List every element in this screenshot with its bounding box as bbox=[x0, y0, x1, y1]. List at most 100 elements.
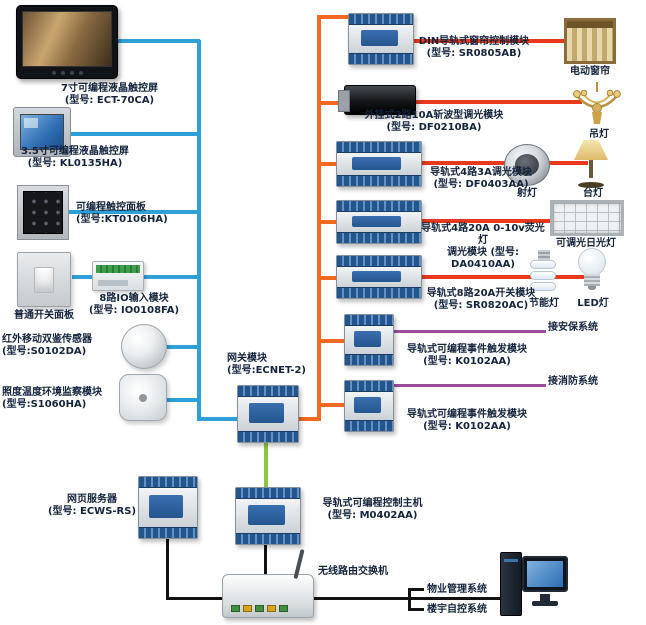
device-name: 无线路由交换机 bbox=[318, 566, 388, 577]
terminal-row-icon bbox=[337, 175, 421, 186]
electric-curtain-image bbox=[564, 18, 616, 64]
module-plate bbox=[360, 30, 398, 47]
terminal-row-icon bbox=[236, 533, 300, 544]
wireless-router-image bbox=[222, 548, 314, 618]
appliance-name: 台灯 bbox=[583, 188, 603, 199]
label-building-system: 楼宇自控系统 bbox=[427, 604, 507, 616]
link-host-router bbox=[264, 545, 267, 577]
label-io-module: 8路IO输入模块 (型号: IO0108FA) bbox=[86, 293, 182, 317]
module-model: 调光模块 (型号: DA0410AA) bbox=[446, 247, 520, 270]
module-name: 外挂式2路10A斩波型调光模块 bbox=[364, 110, 504, 121]
label-chop-dimmer-module: 外挂式2路10A斩波型调光模块 (型号: DF0210BA) bbox=[340, 110, 528, 134]
link-touchscreen-7 bbox=[114, 39, 200, 43]
module-plate bbox=[352, 215, 401, 228]
terminal-row-icon bbox=[349, 53, 413, 64]
module-model: (型号: DF0403AA) bbox=[433, 179, 529, 190]
module-plate bbox=[352, 270, 401, 283]
link-branch-property bbox=[408, 588, 424, 591]
cfl-bulb-image bbox=[528, 250, 560, 296]
link-to-chandelier bbox=[414, 100, 582, 104]
gateway-module-image bbox=[237, 385, 299, 443]
link-bus-to-gateway bbox=[197, 417, 240, 421]
event-trigger-module-2-image bbox=[344, 380, 394, 432]
terminal-row-icon bbox=[345, 315, 393, 326]
module-name: 导轨式可编程事件触发模块 bbox=[407, 409, 527, 420]
module-name: 导轨式可编程事件触发模块 bbox=[407, 344, 527, 355]
terminal-row-icon bbox=[337, 256, 421, 267]
device-name: 导轨式可编程控制主机 bbox=[322, 498, 423, 509]
device-model: (型号:KT0106HA) bbox=[76, 214, 168, 225]
module-body bbox=[238, 397, 298, 431]
module-body bbox=[349, 25, 413, 53]
pc-tower-icon bbox=[500, 552, 522, 616]
module-body bbox=[236, 499, 300, 533]
terminal-row-icon bbox=[236, 488, 300, 499]
device-model: (型号: ECWS-RS) bbox=[47, 506, 137, 517]
table-lamp-image bbox=[570, 140, 612, 188]
touchscreen-7-buttons bbox=[17, 71, 117, 75]
device-model: (型号:ECNET-2) bbox=[227, 365, 306, 376]
curtain-control-module-image bbox=[348, 13, 414, 65]
module-name: 导轨式4路20A 0-10v荧光灯 bbox=[421, 223, 545, 246]
device-name: 红外移动双鉴传感器 bbox=[2, 334, 92, 345]
device-model: (型号:S1060HA) bbox=[2, 399, 87, 410]
label-switch-panel: 普通开关面板 bbox=[8, 310, 80, 322]
cfl-coil-icon bbox=[530, 282, 556, 291]
link-chop-dimmer-module bbox=[317, 101, 347, 105]
label-property-system: 物业管理系统 bbox=[427, 584, 507, 596]
label-motion-sensor: 红外移动双鉴传感器 (型号:S0102DA) bbox=[2, 334, 118, 358]
device-name: 3.5寸可编程液晶触控屏 bbox=[21, 146, 129, 157]
module-plate bbox=[353, 331, 382, 348]
label-web-server: 网页服务器 (型号: ECWS-RS) bbox=[46, 494, 138, 518]
appliance-name: 电动窗帘 bbox=[570, 66, 610, 77]
module-model: (型号: DF0210BA) bbox=[386, 122, 482, 133]
chandelier-icon bbox=[573, 82, 621, 124]
touchscreen-7-screen bbox=[22, 11, 112, 67]
pc-stand-icon bbox=[540, 594, 550, 602]
link-touchscreen-35 bbox=[70, 132, 200, 136]
module-plate bbox=[352, 156, 401, 170]
led-bulb-icon bbox=[578, 248, 606, 276]
dimmer-4x3a-module-image bbox=[336, 141, 422, 187]
terminal-row-icon bbox=[139, 527, 197, 538]
terminal-row-icon bbox=[238, 386, 298, 397]
module-plate bbox=[248, 403, 284, 423]
touchscreen-35-image bbox=[13, 107, 71, 157]
device-name: 照度温度环境监察模块 bbox=[2, 387, 102, 398]
link-to-security bbox=[392, 330, 546, 333]
module-plate bbox=[149, 495, 184, 518]
terminal-row-icon bbox=[337, 287, 421, 298]
device-model: (型号: M0402AA) bbox=[327, 510, 418, 521]
label-spotlight: 射灯 bbox=[510, 188, 544, 200]
spotlight-image bbox=[504, 144, 550, 186]
module-body bbox=[139, 488, 197, 527]
module-plate bbox=[247, 505, 285, 525]
router-antenna-icon bbox=[293, 548, 305, 580]
module-body bbox=[345, 326, 393, 354]
label-env-monitor: 照度温度环境监察模块 (型号:S1060HA) bbox=[2, 387, 118, 411]
label-touch-panel: 可编程触控面板 (型号:KT0106HA) bbox=[76, 202, 186, 226]
device-name: 网页服务器 bbox=[67, 494, 117, 505]
label-fluorescent: 可调光日光灯 bbox=[544, 238, 628, 250]
module-name: 导轨式8路20A开关模块 bbox=[426, 288, 536, 299]
link-fluor-dimmer-module bbox=[317, 220, 341, 224]
switch-rocker bbox=[34, 266, 54, 293]
module-body bbox=[345, 392, 393, 420]
device-name: 7寸可编程液晶触控屏 bbox=[61, 83, 158, 94]
label-table-lamp: 台灯 bbox=[576, 188, 610, 200]
chandelier-image bbox=[570, 82, 624, 128]
terminal-row-icon bbox=[345, 354, 393, 365]
control-host-image bbox=[235, 487, 301, 545]
link-to-curtain bbox=[412, 39, 574, 43]
computer-image bbox=[500, 548, 570, 622]
label-fluor-dimmer-module: 导轨式4路20A 0-10v荧光灯 调光模块 (型号: DA0410AA) bbox=[420, 223, 546, 271]
terminal-row-icon bbox=[345, 381, 393, 392]
link-to-fire bbox=[392, 384, 546, 387]
module-body bbox=[337, 267, 421, 287]
label-led: LED灯 bbox=[570, 298, 616, 310]
link-trigger-module-1 bbox=[317, 339, 349, 343]
appliance-name: 可调光日光灯 bbox=[556, 238, 616, 249]
io-input-module-image bbox=[92, 261, 144, 291]
label-electric-curtain: 电动窗帘 bbox=[558, 66, 622, 78]
